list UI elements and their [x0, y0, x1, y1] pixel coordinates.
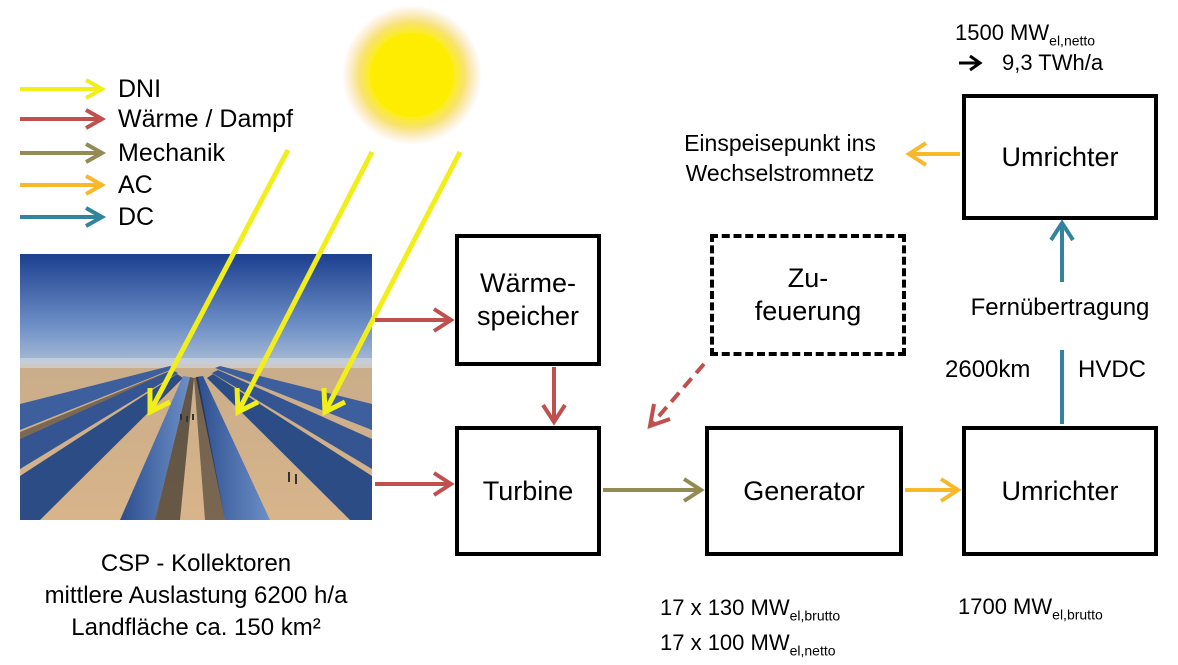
generator-netto-sub: el,netto — [789, 642, 836, 659]
umrichter-capacity: 1700 MWel,brutto — [958, 594, 1103, 622]
generator-brutto-value: 17 x 130 MW — [660, 595, 790, 620]
generator-brutto-sub: el,brutto — [789, 607, 841, 624]
einspeisepunkt-line-1: Einspeisepunkt ins — [684, 130, 876, 156]
caption-line-1: CSP - Kollektoren — [100, 550, 292, 577]
umrichter-top-box: Umrichter — [962, 94, 1158, 220]
generator-box: Generator — [705, 426, 903, 556]
right-arrow-icon — [959, 54, 983, 72]
top-power-label: 1500 MWel,netto — [955, 20, 1095, 48]
csp-caption: CSP - Kollektoren mittlere Auslastung 62… — [0, 548, 392, 644]
turbine-label: Turbine — [482, 475, 574, 506]
top-energy-value: 9,3 TWh/a — [1002, 50, 1104, 75]
waermespeicher-box: Wärme- speicher — [455, 234, 601, 366]
generator-brutto: 17 x 130 MWel,brutto — [660, 594, 840, 629]
top-energy-label: 9,3 TWh/a — [958, 50, 1103, 76]
fernuebertragung-label: Fernübertragung — [970, 294, 1150, 321]
umrichter-bottom-label: Umrichter — [1001, 475, 1119, 506]
heat-arrow-storage-to-turbine — [541, 367, 567, 426]
generator-netto-value: 17 x 100 MW — [660, 630, 790, 656]
legend-label: Mechanik — [118, 138, 225, 167]
legend-item-dc: DC — [20, 202, 154, 232]
heat-arrow-to-storage — [375, 307, 455, 333]
dni-ray-2 — [234, 150, 375, 416]
umrichter-capacity-value: 1700 MW — [958, 594, 1053, 619]
mech-arrow-turbine-to-generator — [603, 477, 705, 503]
einspeisepunkt-label: Einspeisepunkt ins Wechselstromnetz — [655, 128, 905, 188]
legend-item-mech: Mechanik — [20, 138, 225, 168]
dni-arrow-icon — [20, 78, 107, 100]
legend-item-dni: DNI — [20, 74, 161, 104]
legend-label: DNI — [118, 74, 162, 103]
dc-transmission-line — [1049, 219, 1075, 424]
generator-netto: 17 x 100 MWel,netto — [660, 629, 840, 664]
csp-collector-photo — [20, 254, 372, 520]
generator-capacity: 17 x 130 MWel,brutto 17 x 100 MWel,netto — [660, 594, 840, 665]
legend-label: Wärme / Dampf — [118, 104, 294, 133]
legend-label: AC — [118, 170, 153, 199]
heat-arrow-to-turbine — [375, 471, 455, 497]
ac-arrow-generator-to-umrichter — [905, 477, 962, 503]
dc-arrow-icon — [20, 206, 107, 228]
caption-line-2: mittlere Auslastung 6200 h/a — [44, 582, 348, 609]
umrichter-top-label: Umrichter — [1001, 141, 1119, 172]
hvdc-label: HVDC — [1078, 356, 1147, 383]
top-power-sub: el,netto — [1049, 32, 1096, 49]
legend-item-heat: Wärme / Dampf — [20, 104, 293, 134]
dni-ray-3 — [321, 150, 463, 416]
umrichter-bottom-box: Umrichter — [962, 426, 1158, 556]
ac-arrow-umrichter-to-grid — [905, 141, 960, 167]
mech-arrow-icon — [20, 142, 107, 164]
umrichter-capacity-sub: el,brutto — [1052, 606, 1103, 623]
generator-label: Generator — [743, 475, 865, 506]
einspeisepunkt-line-2: Wechselstromnetz — [685, 160, 875, 186]
ac-arrow-icon — [20, 174, 107, 196]
turbine-box: Turbine — [455, 426, 601, 556]
heat-arrow-icon — [20, 108, 107, 130]
top-power-value: 1500 MW — [955, 20, 1050, 45]
heat-arrow-cofiring-to-turbine — [647, 362, 706, 430]
waermespeicher-label: Wärme- speicher — [476, 268, 580, 331]
dni-ray-1 — [147, 148, 291, 417]
zufeuerung-label: Zu- feuerung — [754, 263, 862, 326]
sun-icon — [342, 5, 482, 145]
legend-label: DC — [118, 202, 155, 231]
zufeuerung-box: Zu- feuerung — [710, 234, 906, 356]
caption-line-3: Landfläche ca. 150 km² — [71, 614, 321, 641]
legend-item-ac: AC — [20, 170, 153, 200]
distance-label: 2600km — [945, 356, 1031, 383]
